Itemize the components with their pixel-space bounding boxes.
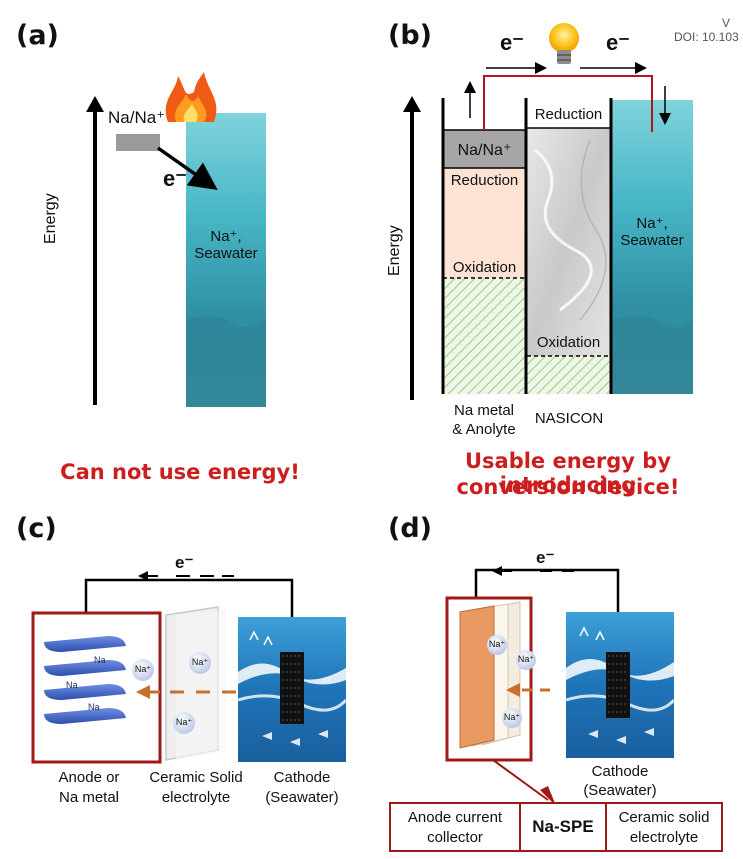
na-slab-label-3: Na	[88, 702, 100, 712]
cathode-label-c-1: Cathode	[273, 769, 331, 786]
external-circuit-wire	[483, 75, 653, 132]
energy-axis-arrowhead-a	[86, 96, 104, 112]
ion-label-c-2: Na⁺	[191, 657, 209, 667]
fire-icon	[165, 72, 217, 122]
lightbulb-icon	[549, 23, 579, 64]
energy-axis-label-b: Energy	[386, 225, 403, 276]
anolyte-region	[443, 168, 526, 278]
ion-label-d-1: Na⁺	[488, 639, 506, 649]
panel-b-label: (b)	[388, 20, 433, 51]
panel-c-label: (c)	[16, 513, 57, 544]
panel-a-label: (a)	[16, 20, 59, 51]
cathode-label-c-2: (Seawater)	[265, 789, 339, 806]
table-col1-line2: collector	[427, 829, 483, 846]
na-metal-stack	[44, 636, 126, 724]
oxidation-label-left: Oxidation	[452, 259, 517, 276]
table-col1-line1: Anode current	[407, 809, 503, 826]
electron-label-c: e⁻	[175, 553, 194, 572]
na-couple-label-b: Na/Na⁺	[457, 142, 512, 159]
panel-d-graphics	[389, 566, 723, 852]
panel-b-graphics	[403, 23, 693, 400]
circuit-wire-c	[84, 578, 294, 650]
ceramic-label-2: electrolyte	[161, 789, 231, 806]
table-col3-line1: Ceramic solid	[618, 809, 710, 826]
seawater-column-a	[186, 113, 266, 407]
caption-b-line1: Usable energy by introducing	[464, 449, 672, 497]
anode-highlight-box-c	[31, 611, 162, 764]
seawater-label-a-1: Na⁺,	[210, 228, 242, 245]
seawater-label-b-1: Na⁺,	[636, 215, 668, 232]
panel-c-graphics	[31, 571, 348, 764]
ion-label-c-1: Na⁺	[134, 664, 152, 674]
cathode-label-d-1: Cathode	[591, 763, 649, 780]
seawater-column-b	[611, 100, 693, 394]
electron-label-b-right: e⁻	[606, 30, 630, 55]
na-slab-label-1: Na	[94, 655, 106, 665]
energy-axis-label-a: Energy	[42, 193, 59, 244]
electron-arrow-a	[156, 146, 218, 191]
electron-label-b-left: e⁻	[500, 30, 524, 55]
layer-table	[389, 802, 723, 852]
ion-label-d-3: Na⁺	[503, 712, 521, 722]
cathode-rod-d	[606, 652, 630, 718]
panel-d-label: (d)	[388, 513, 433, 544]
ceramic-label-1: Ceramic Solid	[149, 769, 243, 786]
na-couple-label-a: Na/Na⁺	[108, 108, 166, 127]
reduction-label-left: Reduction	[450, 172, 519, 189]
ion-label-c-3: Na⁺	[175, 717, 193, 727]
electron-label-d: e⁻	[536, 548, 555, 567]
nasicon-label: NASICON	[534, 410, 604, 427]
nasicon-block	[527, 128, 610, 356]
corner-doi-text: DOI: 10.103	[674, 30, 739, 44]
caption-a: Can not use energy!	[60, 460, 300, 484]
anode-highlight-box-d	[445, 596, 533, 762]
seawater-label-a-2: Seawater	[194, 245, 258, 262]
caption-b-line2: conversion device!	[456, 475, 680, 499]
table-col3-line2: electrolyte	[629, 829, 699, 846]
electron-label-a: e⁻	[163, 166, 187, 191]
seawater-label-b-2: Seawater	[620, 232, 684, 249]
anode-label-2: Na metal	[58, 789, 120, 806]
anolyte-hatched-region	[443, 278, 526, 394]
ion-label-d-2: Na⁺	[517, 654, 535, 664]
table-col2-na-spe: Na-SPE	[532, 817, 594, 836]
na-electrode-a	[116, 134, 160, 151]
na-slab-label-2: Na	[66, 680, 78, 690]
anode-label-1: Anode or	[58, 769, 120, 786]
current-collector-layer-d	[459, 605, 495, 749]
na-metal-block	[442, 129, 527, 169]
na-metal-label-2: & Anolyte	[452, 421, 516, 438]
na-metal-label-1: Na metal	[453, 402, 515, 419]
panel-a-graphics	[86, 72, 266, 407]
cathode-label-d-2: (Seawater)	[583, 782, 657, 799]
reduction-label-mid: Reduction	[534, 106, 603, 123]
corner-text-1: V	[722, 16, 731, 30]
oxidation-label-mid: Oxidation	[536, 334, 601, 351]
